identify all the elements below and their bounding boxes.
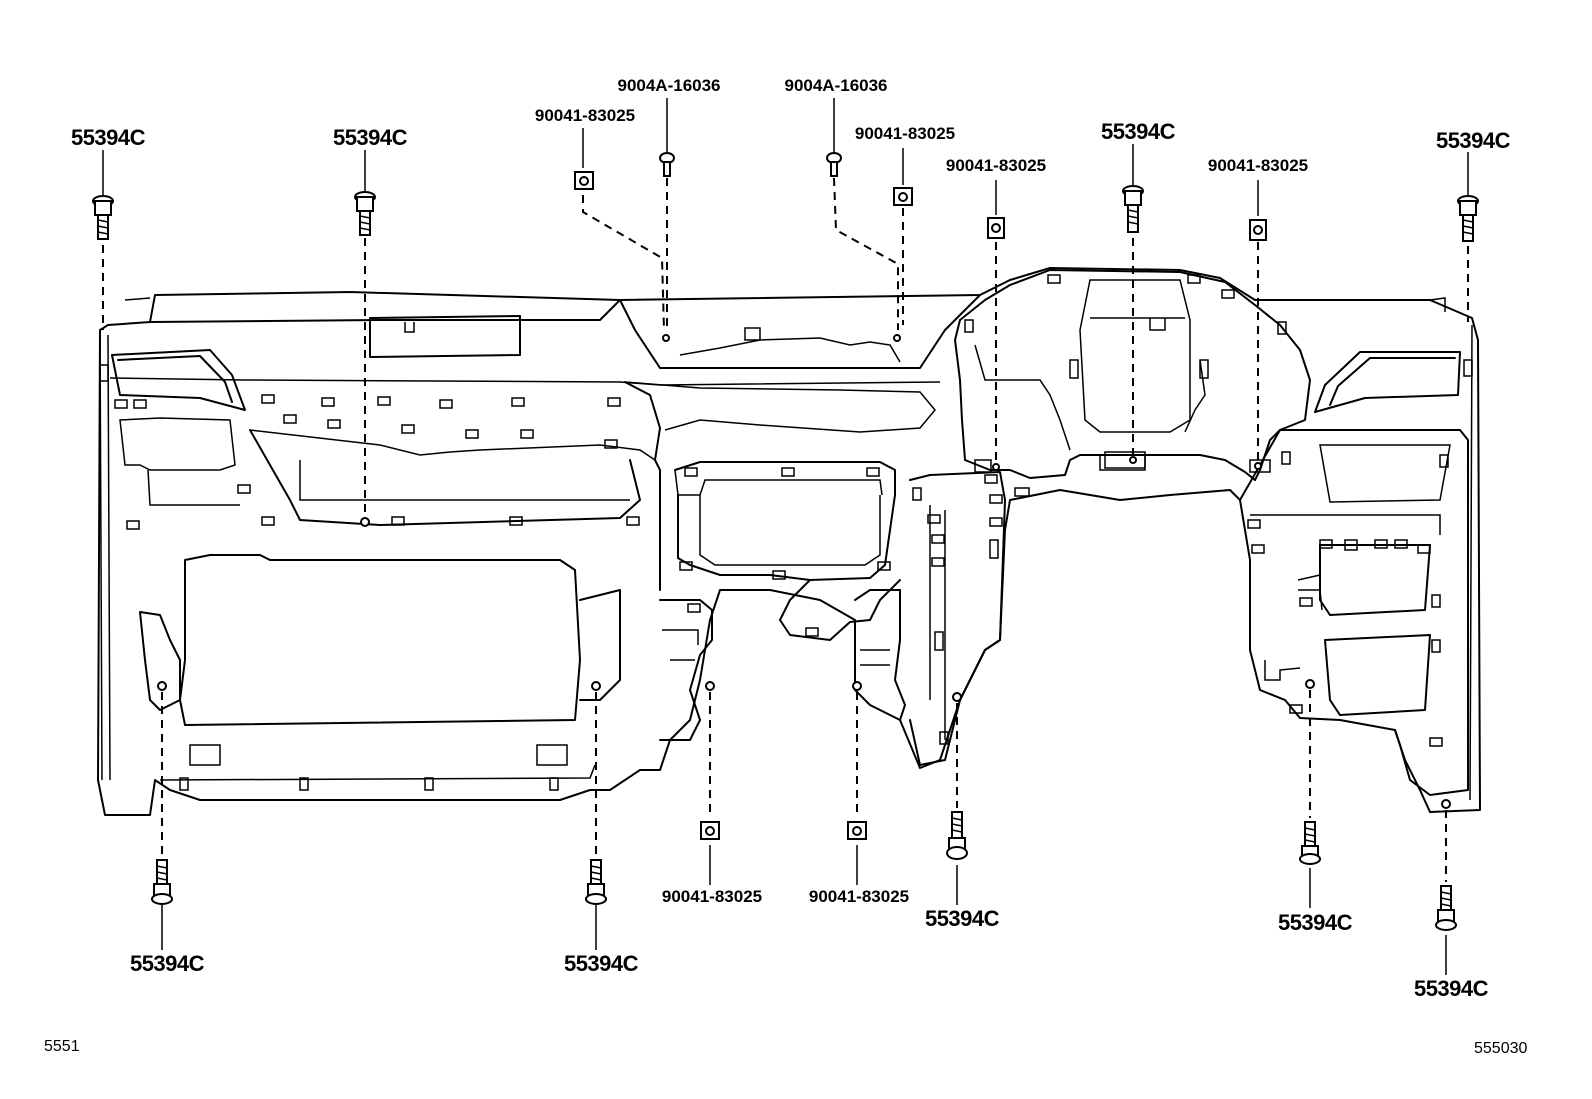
guide-lines (102, 177, 1469, 882)
hex-flange-bolt-icon (151, 859, 173, 905)
part-number-label: 90041-83025 (661, 887, 763, 906)
hex-flange-bolt-icon (1299, 821, 1321, 865)
hex-flange-bolt-icon (585, 859, 607, 905)
part-number-label: 90041-83025 (534, 106, 636, 125)
part-number-label: 55394C (1100, 119, 1176, 144)
leader-lines (102, 98, 1469, 975)
part-number-label: 9004A-16036 (784, 76, 888, 95)
part-number-label: 90041-83025 (808, 887, 910, 906)
part-number-label: 90041-83025 (945, 156, 1047, 175)
part-number-label: 55394C (332, 125, 408, 150)
hex-flange-bolt-icon (946, 811, 968, 860)
clip-nut-icon (847, 821, 867, 840)
part-number-label: 55394C (1413, 976, 1489, 1001)
hex-flange-bolt-icon (354, 191, 376, 236)
hex-flange-bolt-icon (1457, 195, 1479, 242)
part-number-label: 55394C (70, 125, 146, 150)
part-number-label: 9004A-16036 (617, 76, 721, 95)
hex-flange-bolt-icon (1435, 885, 1457, 931)
part-number-label: 90041-83025 (854, 124, 956, 143)
instrument-panel (97, 267, 1481, 816)
part-number-label: 55394C (1435, 128, 1511, 153)
hex-flange-bolt-icon (92, 195, 114, 240)
clip-nut-icon (1249, 219, 1267, 241)
part-number-label: 55394C (1277, 910, 1353, 935)
hex-flange-bolt-icon (1122, 185, 1144, 233)
panel-slots (99, 274, 1473, 791)
clip-nut-icon (574, 171, 594, 190)
clip-nut-icon (700, 821, 720, 840)
part-number-label: 55394C (563, 951, 639, 976)
part-number-label: 55394C (129, 951, 205, 976)
screw-icon (826, 152, 842, 177)
mounting-holes (157, 334, 1451, 809)
figure-code-right: 555030 (1474, 1040, 1528, 1057)
part-number-label: 90041-83025 (1207, 156, 1309, 175)
clip-nut-icon (987, 217, 1005, 239)
figure-code-left: 5551 (44, 1038, 80, 1055)
screw-icon (659, 152, 675, 177)
part-number-label: 55394C (924, 906, 1000, 931)
clip-nut-icon (893, 187, 913, 206)
